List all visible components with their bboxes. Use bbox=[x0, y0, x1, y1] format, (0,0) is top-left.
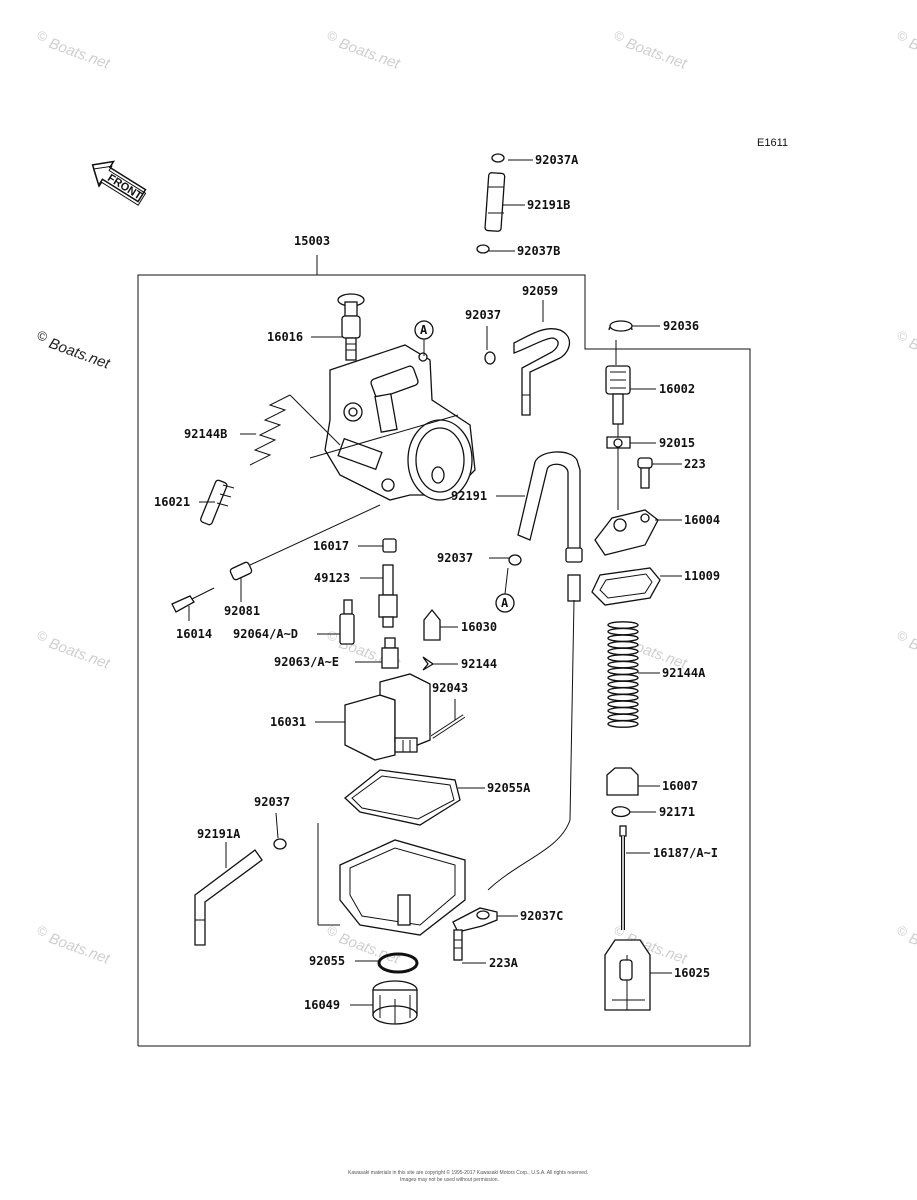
watermark-text: Boats.net bbox=[47, 35, 113, 73]
label-92064: 92064/A~D bbox=[233, 627, 298, 641]
copyright-icon: © bbox=[325, 27, 340, 45]
label-92191: 92191 bbox=[451, 489, 487, 503]
label-16016: 16016 bbox=[267, 330, 303, 344]
label-92055a: 92055A bbox=[487, 781, 531, 795]
label-92063: 92063/A~E bbox=[274, 655, 339, 669]
watermark-text: Boats.net bbox=[907, 635, 917, 673]
watermark: ©Boats.net bbox=[325, 27, 403, 73]
label-92037b: 92037B bbox=[517, 244, 560, 258]
assembly-bracket bbox=[137, 255, 751, 1047]
label-16187: 16187/A~I bbox=[653, 846, 718, 860]
label-92043: 92043 bbox=[432, 681, 468, 695]
copyright-icon: © bbox=[35, 327, 50, 345]
front-arrow-icon: FRONT bbox=[91, 160, 147, 206]
label-16025: 16025 bbox=[674, 966, 710, 980]
watermark: ©Boats.net bbox=[895, 27, 917, 73]
watermark: ©Boats.net bbox=[895, 922, 917, 968]
watermark: ©Boats.net bbox=[895, 327, 917, 373]
label-92191b: 92191B bbox=[527, 198, 570, 212]
label-92037-mid: 92037 bbox=[437, 551, 473, 565]
copyright-icon: © bbox=[895, 627, 910, 645]
label-16030: 16030 bbox=[461, 620, 497, 634]
label-49123: 49123 bbox=[314, 571, 350, 585]
watermark: ©Boats.net bbox=[35, 627, 113, 673]
watermark-text: Boats.net bbox=[47, 635, 113, 673]
footer-line-1: Kawasaki materials in this site are copy… bbox=[348, 1169, 588, 1176]
copyright-icon: © bbox=[895, 327, 910, 345]
copyright-icon: © bbox=[895, 27, 910, 45]
watermark-text: Boats.net bbox=[907, 35, 917, 73]
watermark-text: Boats.net bbox=[47, 930, 113, 968]
label-11009: 11009 bbox=[684, 569, 720, 583]
copyright-icon: © bbox=[35, 922, 50, 940]
watermark-text: Boats.net bbox=[907, 335, 917, 373]
copyright-icon: © bbox=[325, 627, 340, 645]
label-92144b: 92144B bbox=[184, 427, 227, 441]
watermark-text: Boats.net bbox=[47, 335, 113, 373]
label-92144a: 92144A bbox=[662, 666, 706, 680]
copyright-icon: © bbox=[35, 627, 50, 645]
label-92055: 92055 bbox=[309, 954, 345, 968]
label-16021: 16021 bbox=[154, 495, 190, 509]
callout-a-bottom: A bbox=[501, 596, 509, 610]
label-92171: 92171 bbox=[659, 805, 695, 819]
label-92037a: 92037A bbox=[535, 153, 579, 167]
copyright-icon: © bbox=[35, 27, 50, 45]
label-16031: 16031 bbox=[270, 715, 306, 729]
watermark-text: Boats.net bbox=[337, 930, 403, 968]
label-223: 223 bbox=[684, 457, 706, 471]
label-92015: 92015 bbox=[659, 436, 695, 450]
label-92059: 92059 bbox=[522, 284, 558, 298]
label-92037-top: 92037 bbox=[465, 308, 501, 322]
copyright-icon: © bbox=[895, 922, 910, 940]
label-92081: 92081 bbox=[224, 604, 260, 618]
label-16049: 16049 bbox=[304, 998, 340, 1012]
watermark: ©Boats.net bbox=[35, 27, 113, 73]
label-16007: 16007 bbox=[662, 779, 698, 793]
label-92037-low: 92037 bbox=[254, 795, 290, 809]
label-92191a: 92191A bbox=[197, 827, 241, 841]
part-drawings: A A bbox=[171, 153, 661, 1025]
footer-line-2: Images may not be used without permissio… bbox=[400, 1177, 499, 1183]
label-15003: 15003 bbox=[294, 234, 330, 248]
label-16004: 16004 bbox=[684, 513, 720, 527]
copyright-icon: © bbox=[612, 27, 627, 45]
diagram-code: E1611 bbox=[757, 137, 788, 149]
label-16014: 16014 bbox=[176, 627, 212, 641]
watermark: ©Boats.net bbox=[895, 627, 917, 673]
watermark-text: Boats.net bbox=[337, 35, 403, 73]
label-92144: 92144 bbox=[461, 657, 497, 671]
watermark: ©Boats.net bbox=[35, 922, 113, 968]
watermark-text: Boats.net bbox=[624, 35, 690, 73]
label-16002: 16002 bbox=[659, 382, 695, 396]
watermark-text: Boats.net bbox=[907, 930, 917, 968]
part-labels: 92037A 92191B 92037B 15003 92059 92037 9… bbox=[154, 153, 720, 1012]
callout-a-top: A bbox=[420, 323, 428, 337]
watermark: ©Boats.net bbox=[35, 327, 113, 373]
label-92037c: 92037C bbox=[520, 909, 563, 923]
spring-coil bbox=[607, 720, 639, 728]
label-92036: 92036 bbox=[663, 319, 699, 333]
leader-lines bbox=[188, 159, 682, 1006]
watermark: ©Boats.net bbox=[612, 27, 690, 73]
label-223a: 223A bbox=[489, 956, 519, 970]
label-16017: 16017 bbox=[313, 539, 349, 553]
